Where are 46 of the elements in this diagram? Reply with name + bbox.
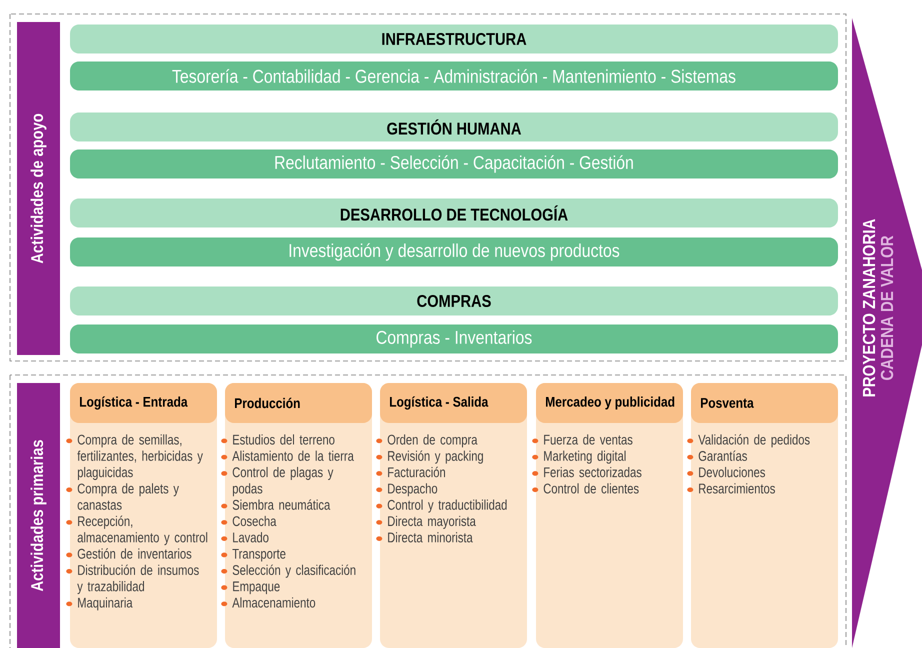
column-card: Posventa Validación de pedidos Garantías Devoluciones Resarcimientos	[687, 382, 838, 648]
list-item: Compra de palets y canastas	[66, 483, 179, 510]
activity-bar: Compras - Inventarios	[70, 324, 838, 354]
column-card: Logística - Entrada Compra de semillas, fertilizantes, herbicidas y plaguicidas Compra de palets y canastas Recepción, almacenamiento y control Gestión de inventarios Distribución de insumos y trazabilidad Maquinaria	[66, 382, 217, 648]
list-item: Compra de semillas, fertilizantes, herbicidas y plaguicidas	[66, 434, 203, 480]
list-item: Validación de pedidos	[687, 434, 810, 448]
list-item: Control y traductibilidad	[376, 500, 507, 513]
list-item: Siembra neumática	[221, 499, 330, 510]
column-card: Logística - Salida Orden de compra Revisión y packing Facturación Despacho Control y traductibilidad Directa mayorista Directa minorista	[376, 382, 527, 648]
list-item: Control de clientes	[532, 483, 639, 494]
list-item: Alistamiento de la tierra	[221, 450, 354, 461]
column-card: Producción Estudios del terreno Alistamiento de la tierra Control de plagas y podas Siembra neumática Cosecha Lavado Transporte Selección y clasificación Empaque Almacenamiento	[221, 382, 372, 648]
list-item: Devoluciones	[687, 466, 765, 478]
activity-bar: Reclutamiento - Selección - Capacitación - Gestión	[70, 150, 838, 178]
list-item: Revisión y packing	[376, 450, 483, 464]
list-item: Marketing digital	[532, 450, 626, 464]
list-item: Maquinaria	[66, 597, 133, 610]
side-band: Actividades de apoyo	[17, 22, 60, 355]
heading-bar: DESARROLLO DE TECNOLOGÍA	[70, 198, 838, 228]
list-item: Gestión de inventarios	[66, 548, 192, 559]
side-band: Actividades primarias	[17, 382, 60, 648]
list-item: Estudios del terreno	[221, 434, 334, 445]
list-item: Fuerza de ventas	[532, 434, 632, 445]
list-item: Resarcimientos	[687, 483, 775, 494]
activity-bar: Tesorería - Contabilidad - Gerencia - Administración - Mantenimiento - Sistemas	[70, 62, 838, 90]
list-item: Almacenamiento	[221, 597, 316, 608]
list-item: Directa minorista	[376, 532, 473, 542]
column-card: Mercadeo y publicidad Fuerza de ventas Marketing digital Ferias sectorizadas Control de clientes	[532, 382, 683, 648]
list-item: Despacho	[376, 483, 438, 496]
list-item: Transporte	[221, 548, 286, 562]
list-item: Garantías	[687, 450, 747, 461]
list-item: Control de plagas y podas	[221, 466, 334, 496]
list-item: Orden de compra	[376, 434, 478, 448]
list-item: Recepción, almacenamiento y control	[66, 516, 208, 546]
list-item: Empaque	[221, 582, 280, 594]
activity-bar: Investigación y desarrollo de nuevos productos	[70, 238, 838, 266]
list-item: Selección y clasificación	[221, 564, 356, 578]
list-item: Cosecha	[221, 516, 276, 526]
heading-bar: GESTIÓN HUMANA	[70, 112, 838, 142]
list-item: Facturación	[376, 466, 445, 478]
list-item: Ferias sectorizadas	[532, 466, 642, 478]
heading-bar: COMPRAS	[70, 286, 838, 316]
list-item: Directa mayorista	[376, 516, 476, 529]
heading-bar: INFRAESTRUCTURA	[70, 24, 838, 54]
list-item: Lavado	[221, 532, 268, 542]
list-item: Distribución de insumos y trazabilidad	[66, 564, 199, 594]
